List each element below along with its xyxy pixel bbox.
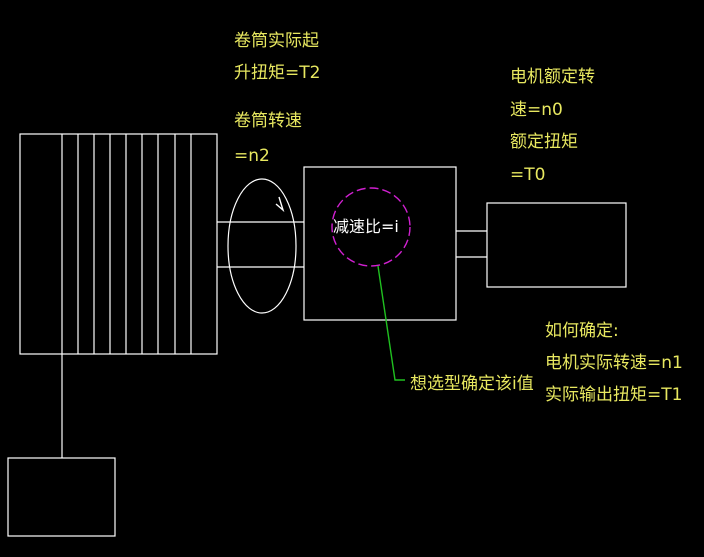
question-line2: 电机实际转速=n1 (545, 353, 683, 373)
drum (19, 133, 218, 355)
drum-body (19, 133, 218, 355)
motor-rated-label-line1: 电机额定转 (510, 67, 595, 87)
drum-speed-label-line2: =n2 (234, 146, 270, 166)
motor-rated-label-line2: 速=n0 (510, 100, 563, 120)
hoist-load (7, 457, 116, 537)
rotation-ellipse (227, 178, 297, 314)
rotation-arrow-icon (275, 196, 285, 213)
question-line1: 如何确定: (545, 321, 619, 341)
callout-leader-line (377, 265, 405, 381)
callout-label: 想选型确定该i值 (410, 374, 534, 394)
motor-shaft (456, 230, 487, 258)
gearbox-ratio-circle (331, 187, 411, 267)
motor (486, 202, 627, 288)
gearbox (303, 166, 457, 321)
motor-rated-label-line3: 额定扭矩 (510, 132, 578, 152)
motor-rated-label-line4: =T0 (510, 165, 545, 185)
gearbox-ratio-label: 减速比=i (333, 217, 399, 236)
drum-shaft (217, 221, 304, 268)
drum-speed-label-line1: 卷筒转速 (234, 111, 302, 131)
drum-torque-label-line2: 升扭矩=T2 (234, 63, 320, 83)
drum-torque-label-line1: 卷筒实际起 (234, 31, 319, 51)
question-line3: 实际输出扭矩=T1 (545, 385, 682, 405)
